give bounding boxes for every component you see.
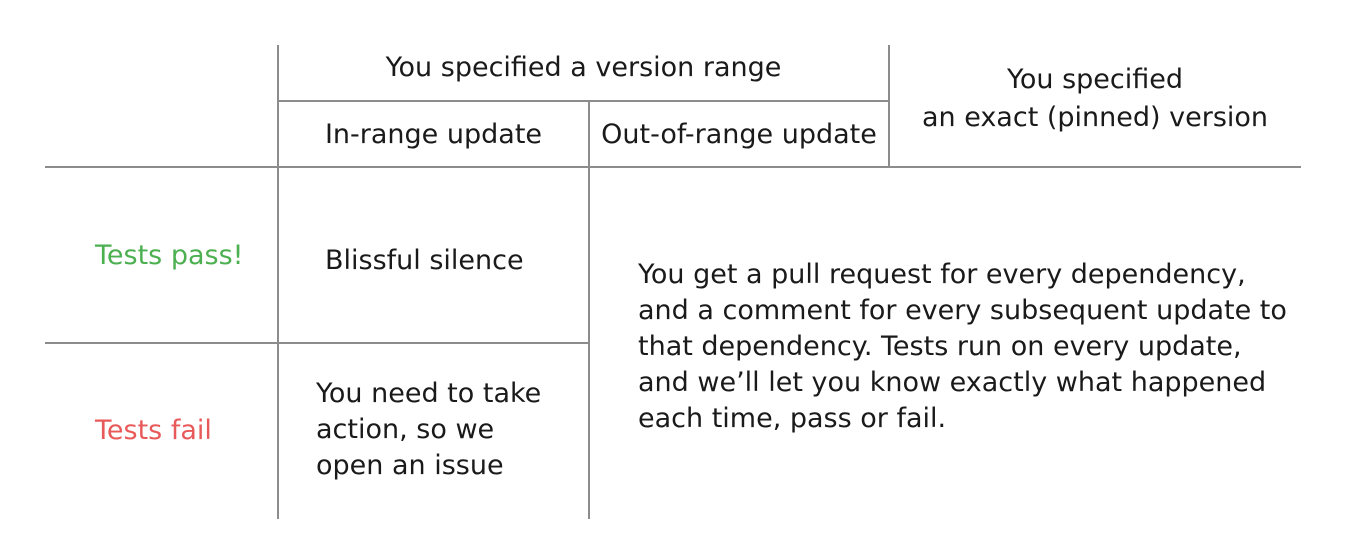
cell-fail-in-range-line3: open an issue [316,450,504,481]
cell-merged-line5: each time, pass or fail. [638,403,947,434]
header-out-of-range-update: Out-of-range update [601,119,877,150]
grid-line-header-split [277,100,890,102]
cell-fail-in-range-line1: You need to take [316,378,542,409]
cell-merged-line2: and a comment for every subsequent updat… [638,295,1287,326]
header-pinned-version-line2: an exact (pinned) version [921,102,1269,133]
grid-line-vertical-right [888,45,890,167]
cell-merged-line1: You get a pull request for every depende… [638,259,1246,290]
header-version-range: You specified a version range [385,52,782,83]
header-in-range-update: In-range update [324,119,543,150]
row-label-tests-fail: Tests fail [95,415,212,446]
grid-line-row-split [45,342,590,344]
grid-line-header-bottom [45,166,1301,168]
grid-line-vertical-left [277,45,279,519]
cell-fail-in-range-line2: action, so we [316,414,495,445]
header-pinned-version-line1: You specified [1006,64,1184,95]
cell-merged-line4: and we’ll let you know exactly what happ… [638,367,1267,398]
cell-merged-line3: that dependency. Tests run on every upda… [638,331,1242,362]
row-label-tests-pass: Tests pass! [95,240,244,271]
cell-pass-in-range: Blissful silence [325,245,524,276]
grid-line-vertical-middle [588,101,590,519]
